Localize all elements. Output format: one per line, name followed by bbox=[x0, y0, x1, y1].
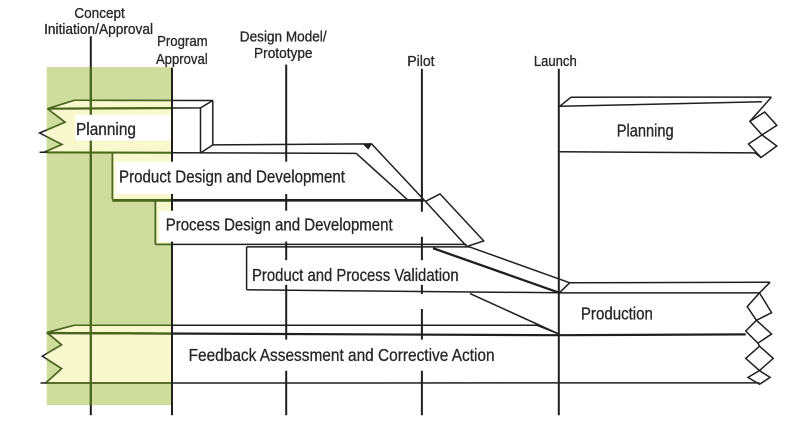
svg-text:Feedback Assessment and Correc: Feedback Assessment and Corrective Actio… bbox=[189, 345, 495, 365]
svg-text:Prototype: Prototype bbox=[254, 45, 313, 62]
svg-text:Process Design and Development: Process Design and Development bbox=[166, 214, 393, 234]
svg-text:Launch: Launch bbox=[534, 53, 577, 70]
svg-text:Planning: Planning bbox=[617, 121, 674, 141]
svg-text:Planning: Planning bbox=[76, 119, 136, 139]
svg-text:Product and Process Validation: Product and Process Validation bbox=[252, 265, 459, 285]
svg-text:Approval: Approval bbox=[156, 51, 208, 68]
svg-text:Program: Program bbox=[157, 33, 208, 50]
svg-text:Initiation/Approval: Initiation/Approval bbox=[44, 21, 153, 38]
svg-text:Design Model/: Design Model/ bbox=[240, 28, 328, 45]
svg-text:Production: Production bbox=[581, 303, 653, 323]
svg-text:Concept: Concept bbox=[74, 5, 125, 22]
svg-text:Pilot: Pilot bbox=[407, 53, 435, 70]
svg-text:Product Design and Development: Product Design and Development bbox=[119, 166, 345, 186]
